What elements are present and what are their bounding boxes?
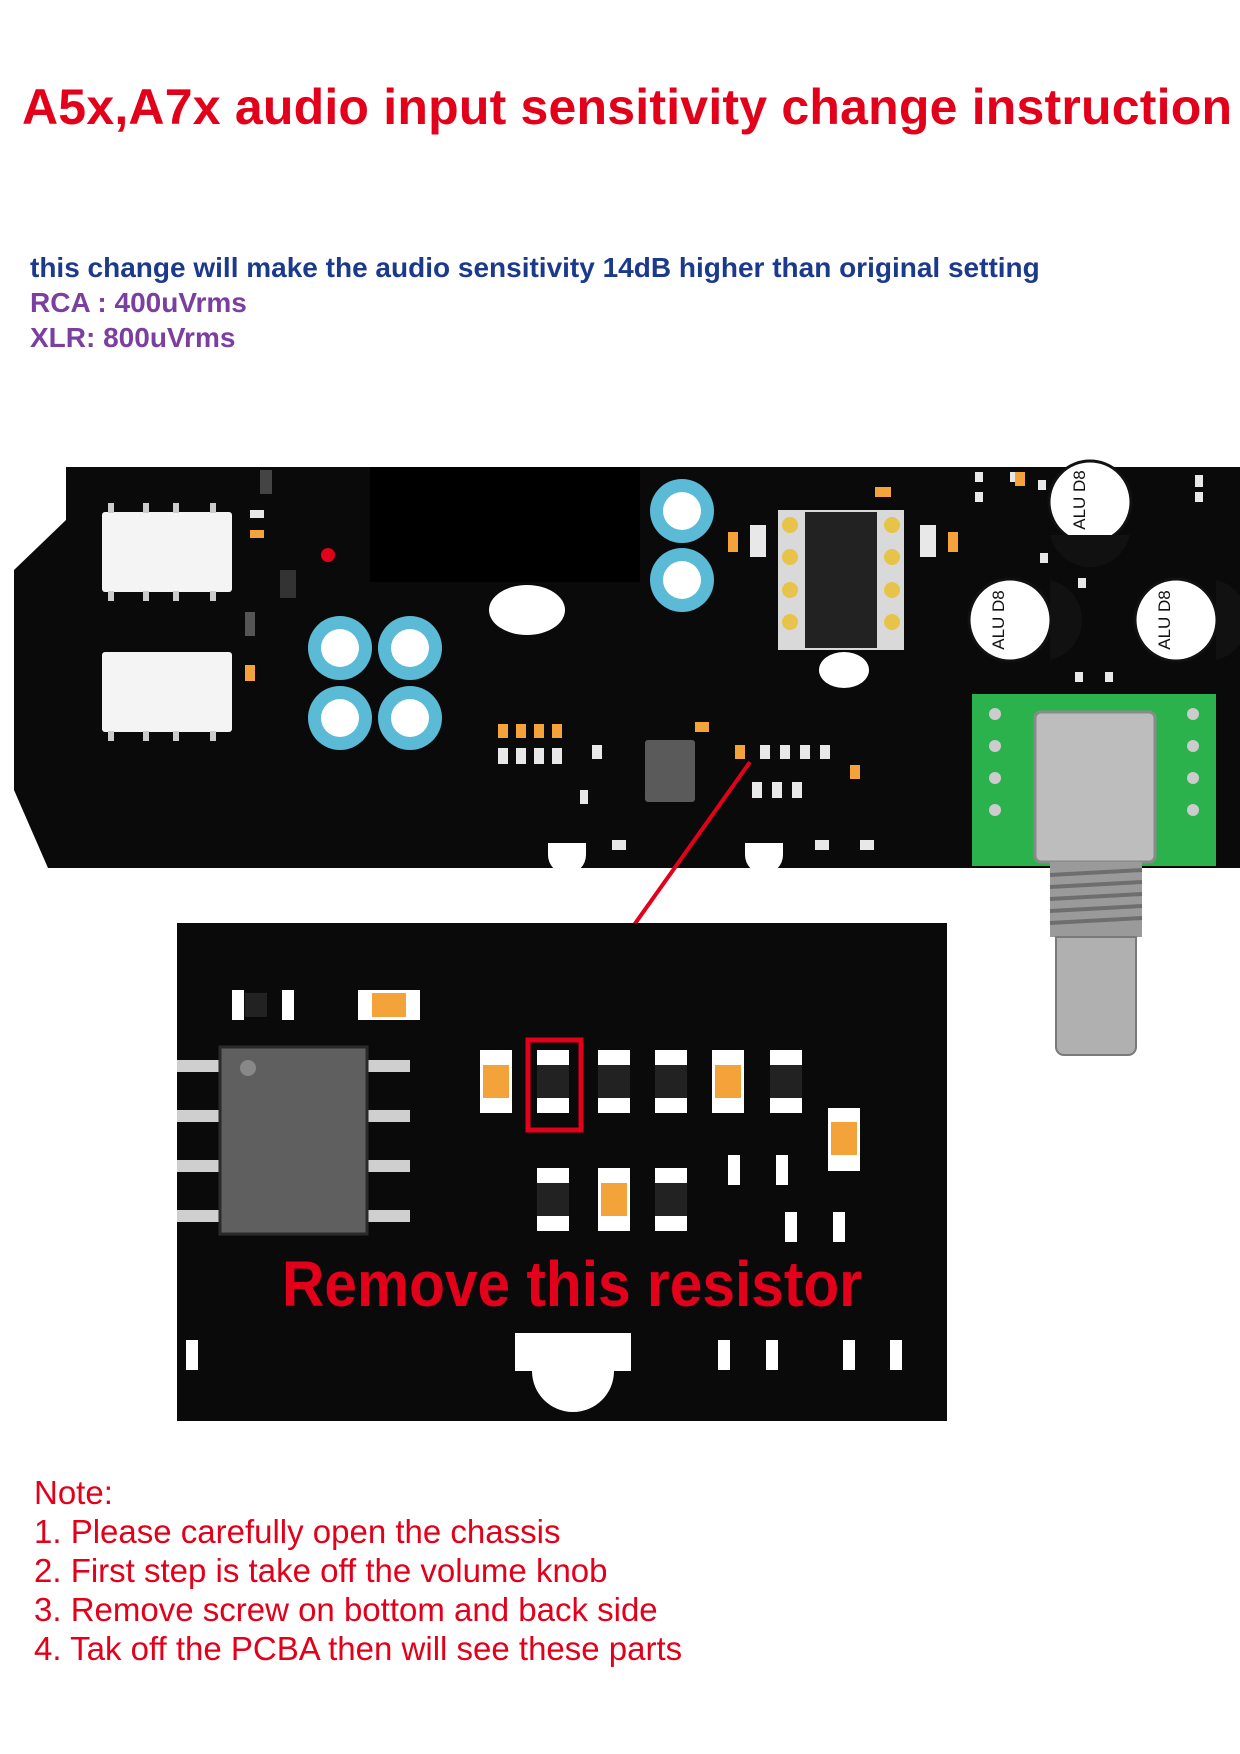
rca-sensitivity: RCA : 400uVrms bbox=[30, 287, 247, 318]
capacitor-cluster bbox=[308, 616, 442, 750]
notes-heading: Note: bbox=[34, 1474, 113, 1511]
connector-top bbox=[102, 503, 232, 601]
note-item: 3. Remove screw on bottom and back side bbox=[34, 1591, 658, 1628]
electrolytic-capacitor-left: ALU D8 bbox=[967, 577, 1082, 663]
resistor-row bbox=[480, 1050, 860, 1242]
notes-block: Note: 1. Please carefully open the chass… bbox=[34, 1473, 682, 1668]
capacitor-top-label: ALU D8 bbox=[1070, 470, 1089, 530]
page-title: A5x,A7x audio input sensitivity change i… bbox=[22, 79, 1233, 135]
resistor-highlight-box bbox=[525, 1037, 584, 1133]
xlr-sensitivity: XLR: 800uVrms bbox=[30, 322, 236, 353]
dip-socket-ic bbox=[778, 510, 904, 650]
volume-potentiometer bbox=[972, 694, 1216, 1056]
main-pcb: ALU D8 ALU D8 ALU D8 bbox=[14, 459, 1240, 1056]
sensitivity-description: this change will make the audio sensitiv… bbox=[30, 252, 1040, 283]
zoomed-pcb: Remove this resistor bbox=[177, 923, 947, 1421]
soic-ic bbox=[177, 1045, 410, 1236]
note-item: 1. Please carefully open the chassis bbox=[34, 1513, 561, 1550]
intro-block: this change will make the audio sensitiv… bbox=[30, 250, 1040, 355]
electrolytic-capacitor-right: ALU D8 bbox=[1133, 577, 1240, 663]
electrolytic-capacitor-top: ALU D8 bbox=[1047, 459, 1133, 567]
note-item: 2. First step is take off the volume kno… bbox=[34, 1552, 608, 1589]
capacitor-right-label: ALU D8 bbox=[1155, 590, 1174, 650]
connector-bottom bbox=[102, 652, 232, 741]
note-item: 4. Tak off the PCBA then will see these … bbox=[34, 1630, 683, 1667]
remove-resistor-callout: Remove this resistor bbox=[282, 1248, 862, 1320]
capacitor-left-label: ALU D8 bbox=[989, 590, 1008, 650]
capacitor-pair bbox=[650, 479, 714, 612]
